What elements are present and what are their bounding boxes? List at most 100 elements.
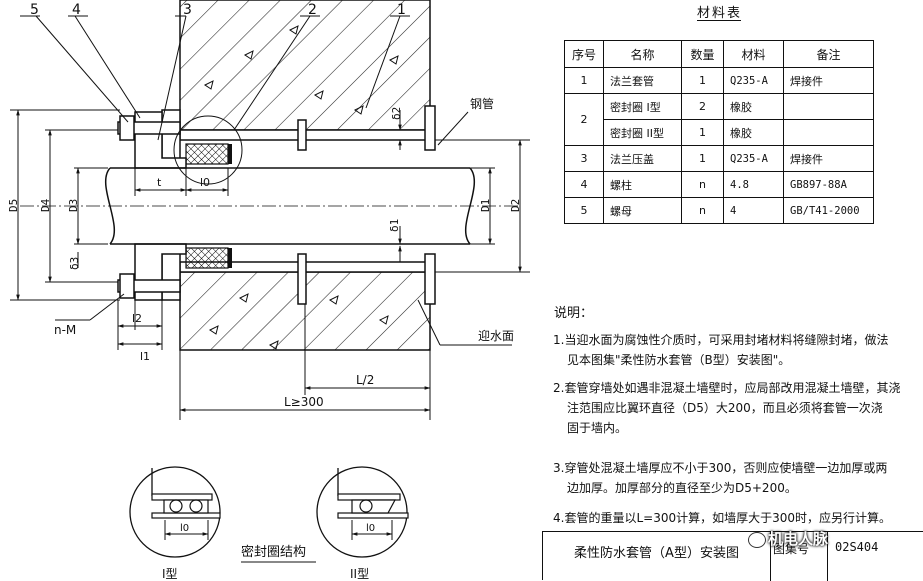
cell-qty: 1: [681, 145, 724, 172]
table-row: 4 螺柱 n 4.8 GB897-88A: [564, 171, 874, 198]
cell-no: 1: [564, 67, 604, 94]
cell-name: 法兰压盖: [603, 145, 682, 172]
dim-length: L≥300: [284, 395, 324, 409]
seal-detail-type1: [129, 466, 221, 558]
table-row: 1 法兰套管 1 Q235-A 焊接件: [564, 67, 874, 94]
note-1: 1.当迎水面为腐蚀性介质时，可采用封堵材料将缝隙封堵，做法 见本图集"柔性防水套…: [553, 330, 903, 370]
dim-half-length: L/2: [356, 373, 374, 387]
dim-delta3: δ3: [68, 257, 81, 270]
note-3-line-1: 3.穿管处混凝土墙厚应不小于300，否则应使墙壁一边加厚或两: [553, 461, 888, 475]
watermark: 机电人脉: [768, 530, 829, 548]
dim-d5: D5: [7, 199, 20, 212]
cell-no: 5: [564, 197, 604, 224]
cell-note: [783, 93, 874, 120]
callout-leaders: [20, 15, 410, 321]
table-row: 2 密封圈 I型 2 橡胶: [564, 93, 874, 146]
note-2-line-2: 注范围应比翼环直径（D5）大200，而且必须将套管一次浇: [567, 401, 883, 415]
cell-note: [783, 119, 874, 146]
cell-note: GB897-88A: [783, 171, 874, 198]
seal-rings: [185, 143, 232, 269]
note-1-line-1: 1.当迎水面为腐蚀性介质时，可采用封堵材料将缝隙封堵，做法: [553, 333, 889, 347]
wall-upper: [179, 0, 431, 131]
seal-detail-type2: [316, 466, 409, 558]
cell-qty: n: [681, 171, 724, 198]
seal-detail-type1-label: I型: [162, 567, 178, 580]
callout-5: 5: [30, 2, 39, 18]
dim-t: t: [157, 176, 162, 189]
cell-qty: 2: [681, 93, 724, 120]
label-steel-pipe: 钢管: [470, 96, 494, 111]
cell-qty: 1: [681, 67, 724, 94]
callout-3: 3: [183, 2, 192, 18]
material-table-header: 序号 名称 数量 材料 备注: [564, 40, 874, 68]
cell-name: 法兰套管: [603, 67, 682, 94]
title-block: 柔性防水套管（A型）安装图 图集号 02S404: [542, 531, 923, 581]
callout-2: 2: [308, 2, 317, 18]
material-table-title: 材料表: [697, 6, 743, 21]
note-2: 2.套管穿墙处如遇非混凝土墙壁时，应局部改用混凝土墙壁，其浇 注范围应比翼环直径…: [553, 378, 903, 438]
note-4-line-1: 4.套管的重量以L=300计算，如墙厚大于300时，应另行计算。: [553, 511, 892, 525]
dim-l2: l2: [132, 312, 142, 325]
seal-detail-l0-2: l0: [366, 523, 375, 534]
dim-d2: D2: [509, 199, 522, 212]
drawing-title: 柔性防水套管（A型）安装图: [543, 532, 771, 581]
label-bolt: n-M: [54, 323, 76, 337]
note-4: 4.套管的重量以L=300计算，如墙厚大于300时，应另行计算。: [553, 508, 903, 528]
table-row: 5 螺母 n 4 GB/T41-2000: [564, 197, 874, 224]
dim-d4: D4: [39, 198, 52, 212]
cell-material: 4: [723, 197, 784, 224]
cell-material: 4.8: [723, 171, 784, 198]
seal-detail-l0-1: l0: [180, 523, 189, 534]
cell-name: 螺母: [603, 197, 682, 224]
cell-name: 螺柱: [603, 171, 682, 198]
dim-delta2: δ2: [390, 107, 403, 120]
callout-1: 1: [397, 2, 406, 18]
notes-title: 说明：: [554, 306, 594, 321]
note-3: 3.穿管处混凝土墙厚应不小于300，否则应使墙壁一边加厚或两 边加厚。加厚部分的…: [553, 458, 903, 498]
cell-material: Q235-A: [723, 67, 784, 94]
cell-qty: 1: [681, 119, 724, 146]
header-qty: 数量: [681, 40, 724, 68]
cell-name: 密封圈 I型: [603, 93, 682, 120]
note-2-line-3: 固于墙内。: [567, 421, 628, 435]
cell-note: 焊接件: [783, 145, 874, 172]
cell-qty: n: [681, 197, 724, 224]
atlas-number: 02S404: [835, 540, 879, 554]
wechat-icon: [748, 532, 766, 548]
callout-4: 4: [72, 2, 81, 18]
note-1-line-2: 见本图集"柔性防水套管（B型）安装图"。: [567, 353, 791, 367]
header-name: 名称: [603, 40, 682, 68]
cell-material: 橡胶: [723, 93, 784, 120]
note-3-line-2: 边加厚。加厚部分的直径至少为D5+200。: [567, 481, 797, 495]
table-row: 密封圈 II型 1 橡胶: [565, 119, 874, 146]
material-table: 序号 名称 数量 材料 备注 1 法兰套管 1 Q235-A 焊接件 2 密封圈…: [564, 40, 874, 224]
atlas-label: 图集号: [773, 542, 810, 556]
title-block-divider: [827, 532, 828, 581]
dim-l1: l1: [140, 350, 150, 363]
dimensions-left: [10, 109, 431, 420]
header-note: 备注: [783, 40, 874, 68]
seal-detail-title: 密封圈结构: [241, 544, 306, 560]
table-row: 3 法兰压盖 1 Q235-A 焊接件: [564, 145, 874, 172]
steel-pipe: [20, 167, 520, 245]
cell-material: 橡胶: [723, 119, 784, 146]
header-no: 序号: [564, 40, 604, 68]
dim-delta1: δ1: [388, 219, 401, 232]
cell-note: 焊接件: [783, 67, 874, 94]
cell-material: Q235-A: [723, 145, 784, 172]
dimensions-right: [398, 110, 530, 346]
cell-name: 密封圈 II型: [603, 119, 682, 146]
dim-d3: D3: [67, 199, 80, 212]
cell-note: GB/T41-2000: [783, 197, 874, 224]
header-material: 材料: [723, 40, 784, 68]
cell-no: 2: [564, 93, 604, 146]
material-title-underline: [697, 20, 741, 21]
label-water-face: 迎水面: [478, 329, 514, 343]
dim-l0: l0: [200, 176, 210, 189]
seal-detail-type2-label: II型: [350, 567, 369, 580]
dim-d1: D1: [479, 199, 492, 212]
note-2-line-1: 2.套管穿墙处如遇非混凝土墙壁时，应局部改用混凝土墙壁，其浇: [553, 381, 901, 395]
cell-no: 3: [564, 145, 604, 172]
cell-no: 4: [564, 171, 604, 198]
